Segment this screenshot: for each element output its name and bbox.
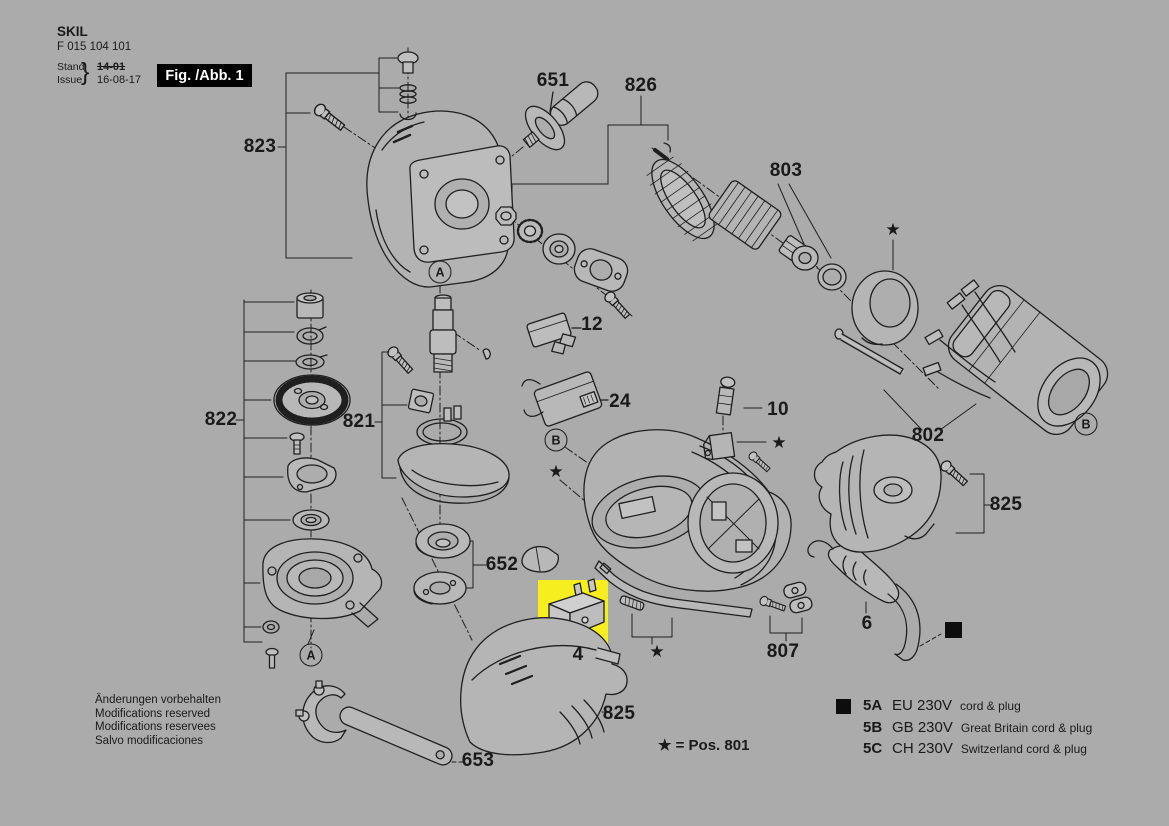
star-icon-housing: ★ [548, 462, 564, 481]
black-square-icon-cord [945, 622, 962, 638]
marker-letter-b-left: B [544, 428, 568, 452]
note-line: Änderungen vorbehalten [95, 694, 221, 706]
bearing-baffle-803-drawing [791, 239, 919, 375]
brace-glyph: } [81, 58, 90, 86]
figure-label-box: Fig. /Abb. 1 [157, 64, 252, 87]
legend-region: GB 230V [892, 718, 953, 736]
star-icon-baffle: ★ [885, 220, 901, 239]
carbon-brush-10-drawing [702, 376, 736, 461]
modification-notes: Änderungen vorbehalten Modifications res… [95, 694, 221, 748]
axis-lines [310, 47, 1071, 649]
capacitor-24-drawing [521, 371, 609, 427]
star-icon-lever: ★ [649, 642, 665, 661]
model-number: F 015 104 101 [57, 41, 132, 53]
screw-821 [385, 344, 416, 376]
part-label-807: 807 [766, 641, 800, 662]
part-label-822: 822 [204, 409, 238, 430]
pin-spanner-653-drawing [295, 680, 464, 766]
screw-823 [311, 101, 347, 134]
marker-letter-a-bottom: A [299, 643, 323, 667]
part-label-825-right: 825 [989, 494, 1023, 515]
screw-825-right [938, 458, 970, 489]
part-label-653: 653 [461, 750, 495, 771]
part-label-825-bottom: 825 [602, 703, 636, 724]
part-label-823: 823 [243, 136, 277, 157]
legend-row-5a: 5A EU 230V cord & plug [863, 697, 1092, 719]
legend-desc: Great Britain cord & plug [960, 720, 1093, 735]
legend-region: EU 230V [892, 697, 953, 714]
screw-807 [758, 594, 787, 614]
part-label-821: 821 [342, 411, 376, 432]
part-label-6: 6 [861, 613, 873, 634]
part-label-826: 826 [624, 75, 658, 96]
power-cord-6-drawing [807, 529, 942, 662]
armature-hardware-parts [495, 206, 629, 292]
marker-letter-b-right: B [1074, 412, 1098, 436]
flange-set-652-drawing [413, 523, 471, 605]
spindle-guard-821-parts [397, 294, 510, 504]
cord-clamp-807-drawing [783, 581, 813, 614]
marker-letter-a-top: A [428, 260, 452, 284]
part-label-4-highlighted: 4 [572, 644, 584, 665]
part-label-10: 10 [767, 399, 789, 420]
spindle-gear-822-parts [262, 292, 383, 669]
black-square-icon-legend [836, 699, 851, 714]
legend-row-5c: 5C CH 230V Switzerland cord & plug [863, 740, 1092, 762]
part-label-651: 651 [536, 70, 570, 91]
legend-desc: Switzerland cord & plug [960, 742, 1087, 756]
motor-housing-drawing [521, 429, 792, 592]
star-icon-brush: ★ [771, 433, 787, 452]
spindle-lock-button-parts [397, 51, 419, 121]
legend-desc: cord & plug [960, 699, 1021, 713]
plug-12-drawing [526, 312, 582, 355]
part-label-802: 802 [911, 425, 945, 446]
note-line: Salvo modificaciones [95, 734, 204, 747]
legend-code: 5C [863, 740, 883, 757]
stand-label: Stand [57, 61, 85, 73]
cord-plug-legend: 5A EU 230V cord & plug 5B GB 230V Great … [863, 697, 1092, 762]
star-position-note: ★ = Pos. 801 [658, 737, 750, 754]
part-label-803: 803 [769, 160, 803, 181]
part-label-24: 24 [609, 391, 631, 412]
revision-dates: 14-01 16-08-17 [97, 61, 141, 86]
issue-label: Issue [57, 73, 83, 86]
bracket-lines [235, 57, 992, 645]
old-date: 14-01 [97, 61, 126, 73]
legend-region: CH 230V [892, 740, 953, 757]
note-line: Modifications reservees [95, 721, 216, 733]
part-label-652: 652 [485, 554, 519, 575]
issue-date: 16-08-17 [97, 73, 142, 86]
screw-brush-holder [746, 449, 772, 474]
part-label-12: 12 [581, 314, 603, 335]
legend-code: 5B [863, 718, 883, 736]
screw-826 [602, 289, 633, 321]
handle-cover-825-right-drawing [813, 434, 942, 553]
legend-row-5b: 5B GB 230V Great Britain cord & plug [863, 719, 1092, 741]
note-line: Modifications reserved [95, 707, 211, 720]
legend-code: 5A [863, 697, 883, 714]
lever-rod-drawing [594, 560, 753, 618]
stand-issue-labels: Stand Issue [57, 61, 84, 86]
brand-logo-text: SKIL [57, 24, 88, 39]
